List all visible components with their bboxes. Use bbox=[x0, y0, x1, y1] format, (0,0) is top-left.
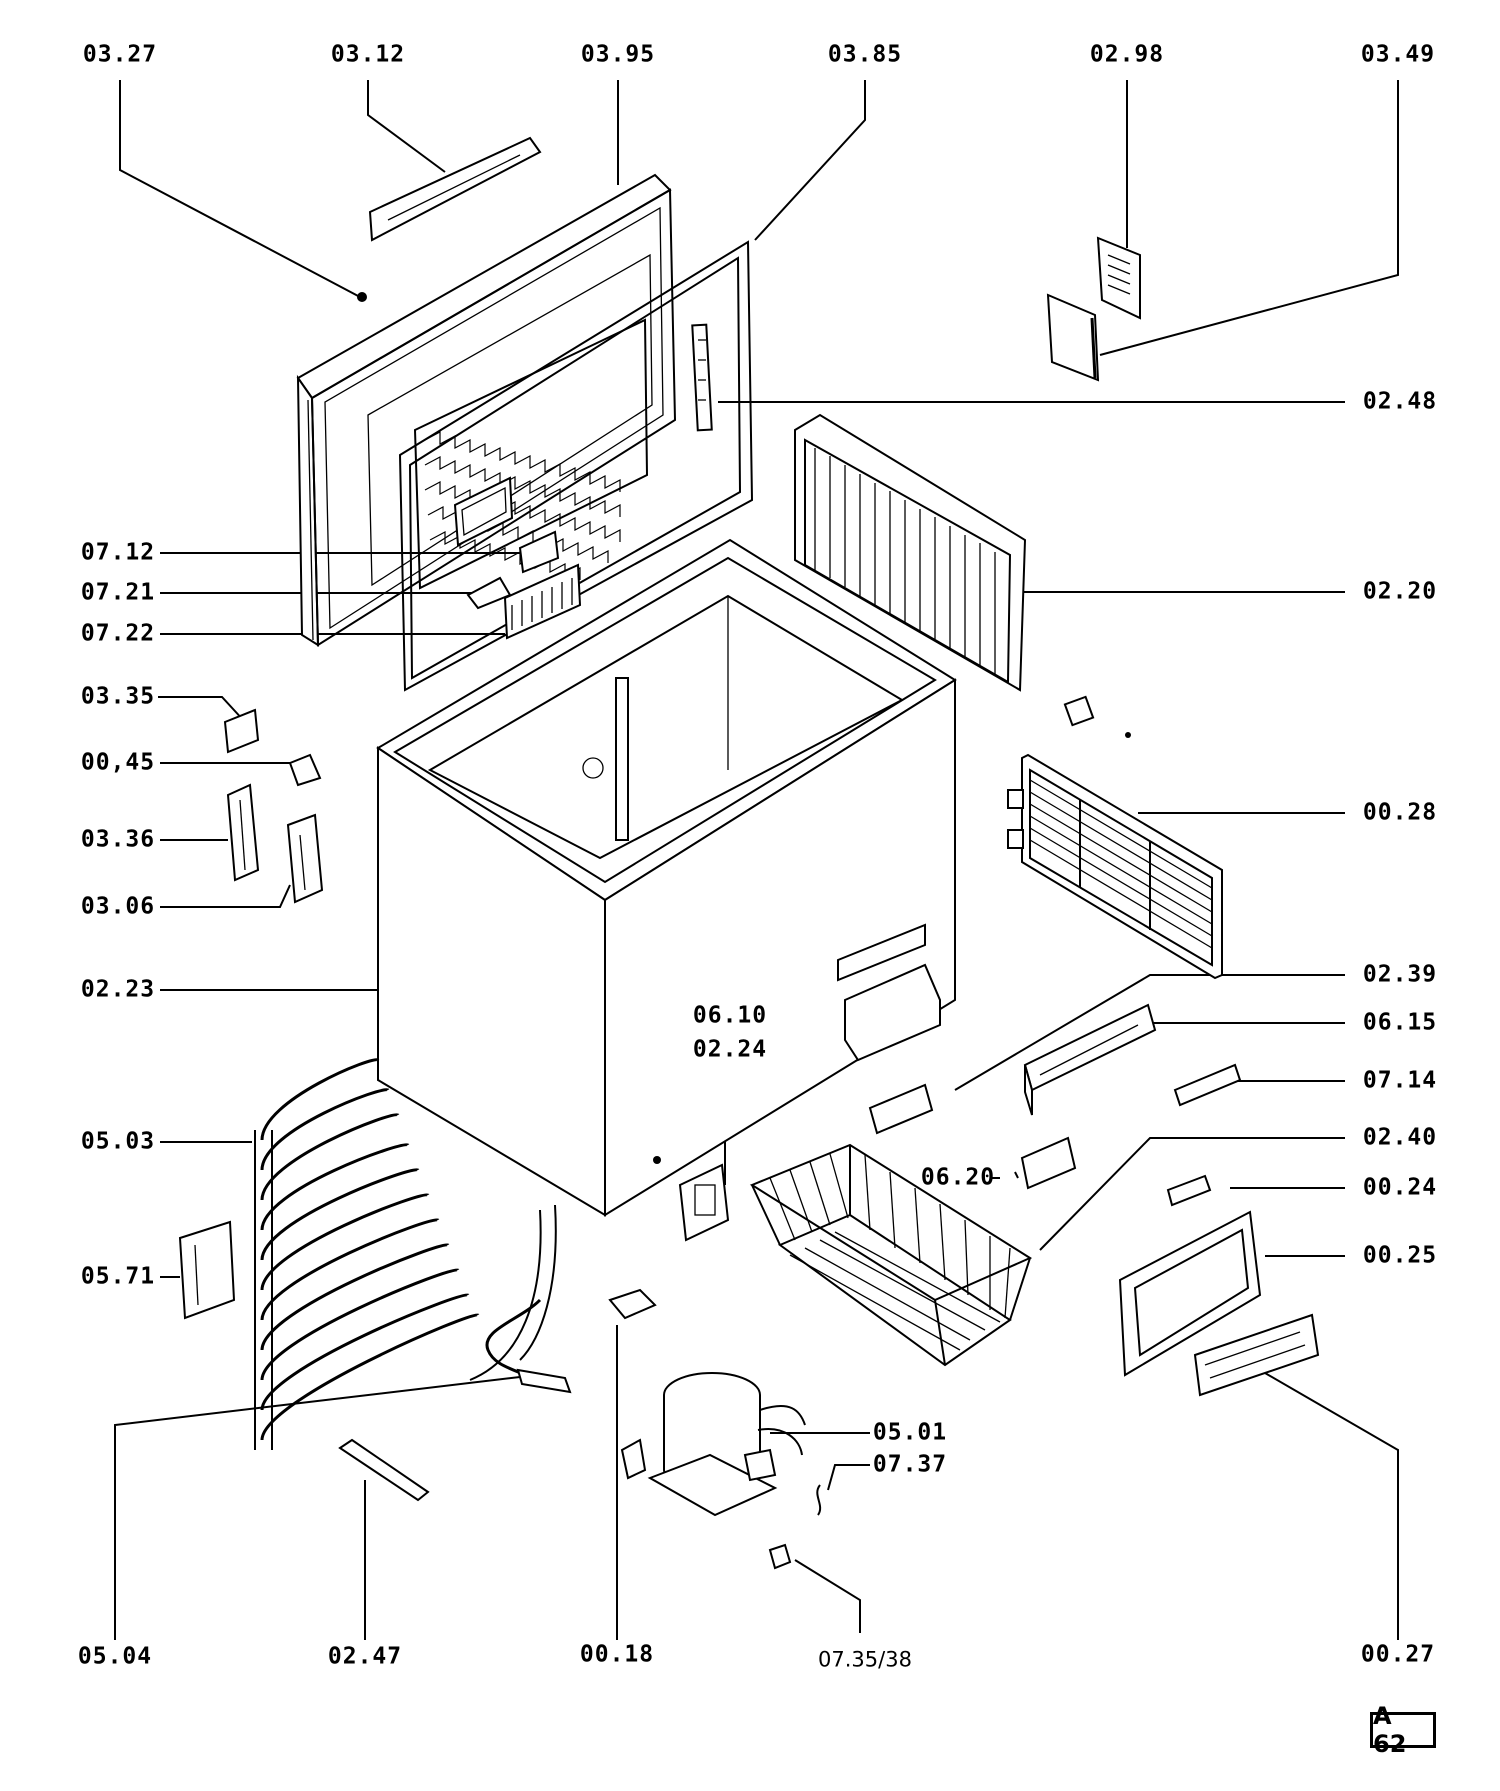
part-label-02-23: 02.23 bbox=[80, 976, 156, 1003]
part-label-03-35: 03.35 bbox=[80, 683, 156, 710]
part-label-06-20: 06.20 bbox=[920, 1164, 996, 1191]
part-label-00-18: 00.18 bbox=[579, 1641, 655, 1668]
part-label-00-45: 00,45 bbox=[80, 749, 156, 776]
cap-part bbox=[608, 1288, 657, 1320]
part-label-02-39: 02.39 bbox=[1362, 961, 1438, 988]
control-housing bbox=[1118, 1210, 1320, 1397]
part-label-07-35-38: 07.35/38 bbox=[818, 1647, 912, 1672]
cabinet-evaporator-panel bbox=[794, 413, 1027, 692]
part-label-05-71: 05.71 bbox=[80, 1263, 156, 1290]
lid-evaporator-plate bbox=[413, 318, 649, 590]
freezer-cabinet bbox=[376, 538, 957, 1242]
condenser-coil bbox=[254, 1058, 557, 1450]
part-label-07-14: 07.14 bbox=[1362, 1067, 1438, 1094]
compressor bbox=[620, 1372, 806, 1517]
part-label-03-36: 03.36 bbox=[80, 826, 156, 853]
part-label-02-98: 02.98 bbox=[1089, 41, 1165, 68]
part-label-07-22: 07.22 bbox=[80, 620, 156, 647]
grommet bbox=[768, 1543, 792, 1570]
part-label-07-21: 07.21 bbox=[80, 579, 156, 606]
part-label-03-49: 03.49 bbox=[1360, 41, 1436, 68]
lid-handle-strip bbox=[368, 136, 542, 242]
hinge-parts bbox=[223, 708, 324, 904]
lid-outer-panel bbox=[296, 173, 677, 647]
part-label-02-40: 02.40 bbox=[1362, 1124, 1438, 1151]
lamp-parts bbox=[466, 530, 582, 640]
small-screw bbox=[1125, 732, 1131, 738]
mounting-strip bbox=[338, 1438, 430, 1502]
small-cover bbox=[1166, 1174, 1212, 1207]
part-label-00-28: 00.28 bbox=[1362, 799, 1438, 826]
part-label-00-25: 00.25 bbox=[1362, 1242, 1438, 1269]
part-label-02-48: 02.48 bbox=[1362, 388, 1438, 415]
part-label-06-15: 06.15 bbox=[1362, 1009, 1438, 1036]
part-label-07-12: 07.12 bbox=[80, 539, 156, 566]
control-panel-bracket bbox=[868, 1003, 1157, 1190]
part-label-07-37: 07.37 bbox=[872, 1451, 948, 1478]
part-label-03-12: 03.12 bbox=[330, 41, 406, 68]
part-label-05-04: 05.04 bbox=[77, 1643, 153, 1670]
sheet-code-box: A 62 bbox=[1370, 1702, 1436, 1758]
filter-drier bbox=[485, 1298, 572, 1394]
part-label-06-10: 06.10 bbox=[692, 1002, 768, 1029]
part-label-02-20: 02.20 bbox=[1362, 578, 1438, 605]
part-label-00-27: 00.27 bbox=[1360, 1641, 1436, 1668]
rating-plates bbox=[1046, 236, 1141, 382]
switch-part bbox=[1173, 1063, 1242, 1107]
part-label-05-03: 05.03 bbox=[80, 1128, 156, 1155]
part-label-00-24: 00.24 bbox=[1362, 1174, 1438, 1201]
part-label-05-01: 05.01 bbox=[872, 1419, 948, 1446]
part-label-03-95: 03.95 bbox=[580, 41, 656, 68]
part-label-02-24: 02.24 bbox=[692, 1036, 768, 1063]
part-label-03-06: 03.06 bbox=[80, 893, 156, 920]
small-clip bbox=[1063, 695, 1095, 727]
coil-bracket bbox=[178, 1220, 236, 1320]
part-label-02-47: 02.47 bbox=[327, 1643, 403, 1670]
lid-gasket-frame bbox=[398, 240, 754, 692]
part-label-03-85: 03.85 bbox=[827, 41, 903, 68]
wire-basket bbox=[749, 1143, 1033, 1367]
part-label-03-27: 03.27 bbox=[82, 41, 158, 68]
condenser-grille-panel bbox=[1007, 753, 1223, 980]
lid-screw bbox=[357, 292, 367, 302]
spring-clip bbox=[816, 1484, 822, 1516]
